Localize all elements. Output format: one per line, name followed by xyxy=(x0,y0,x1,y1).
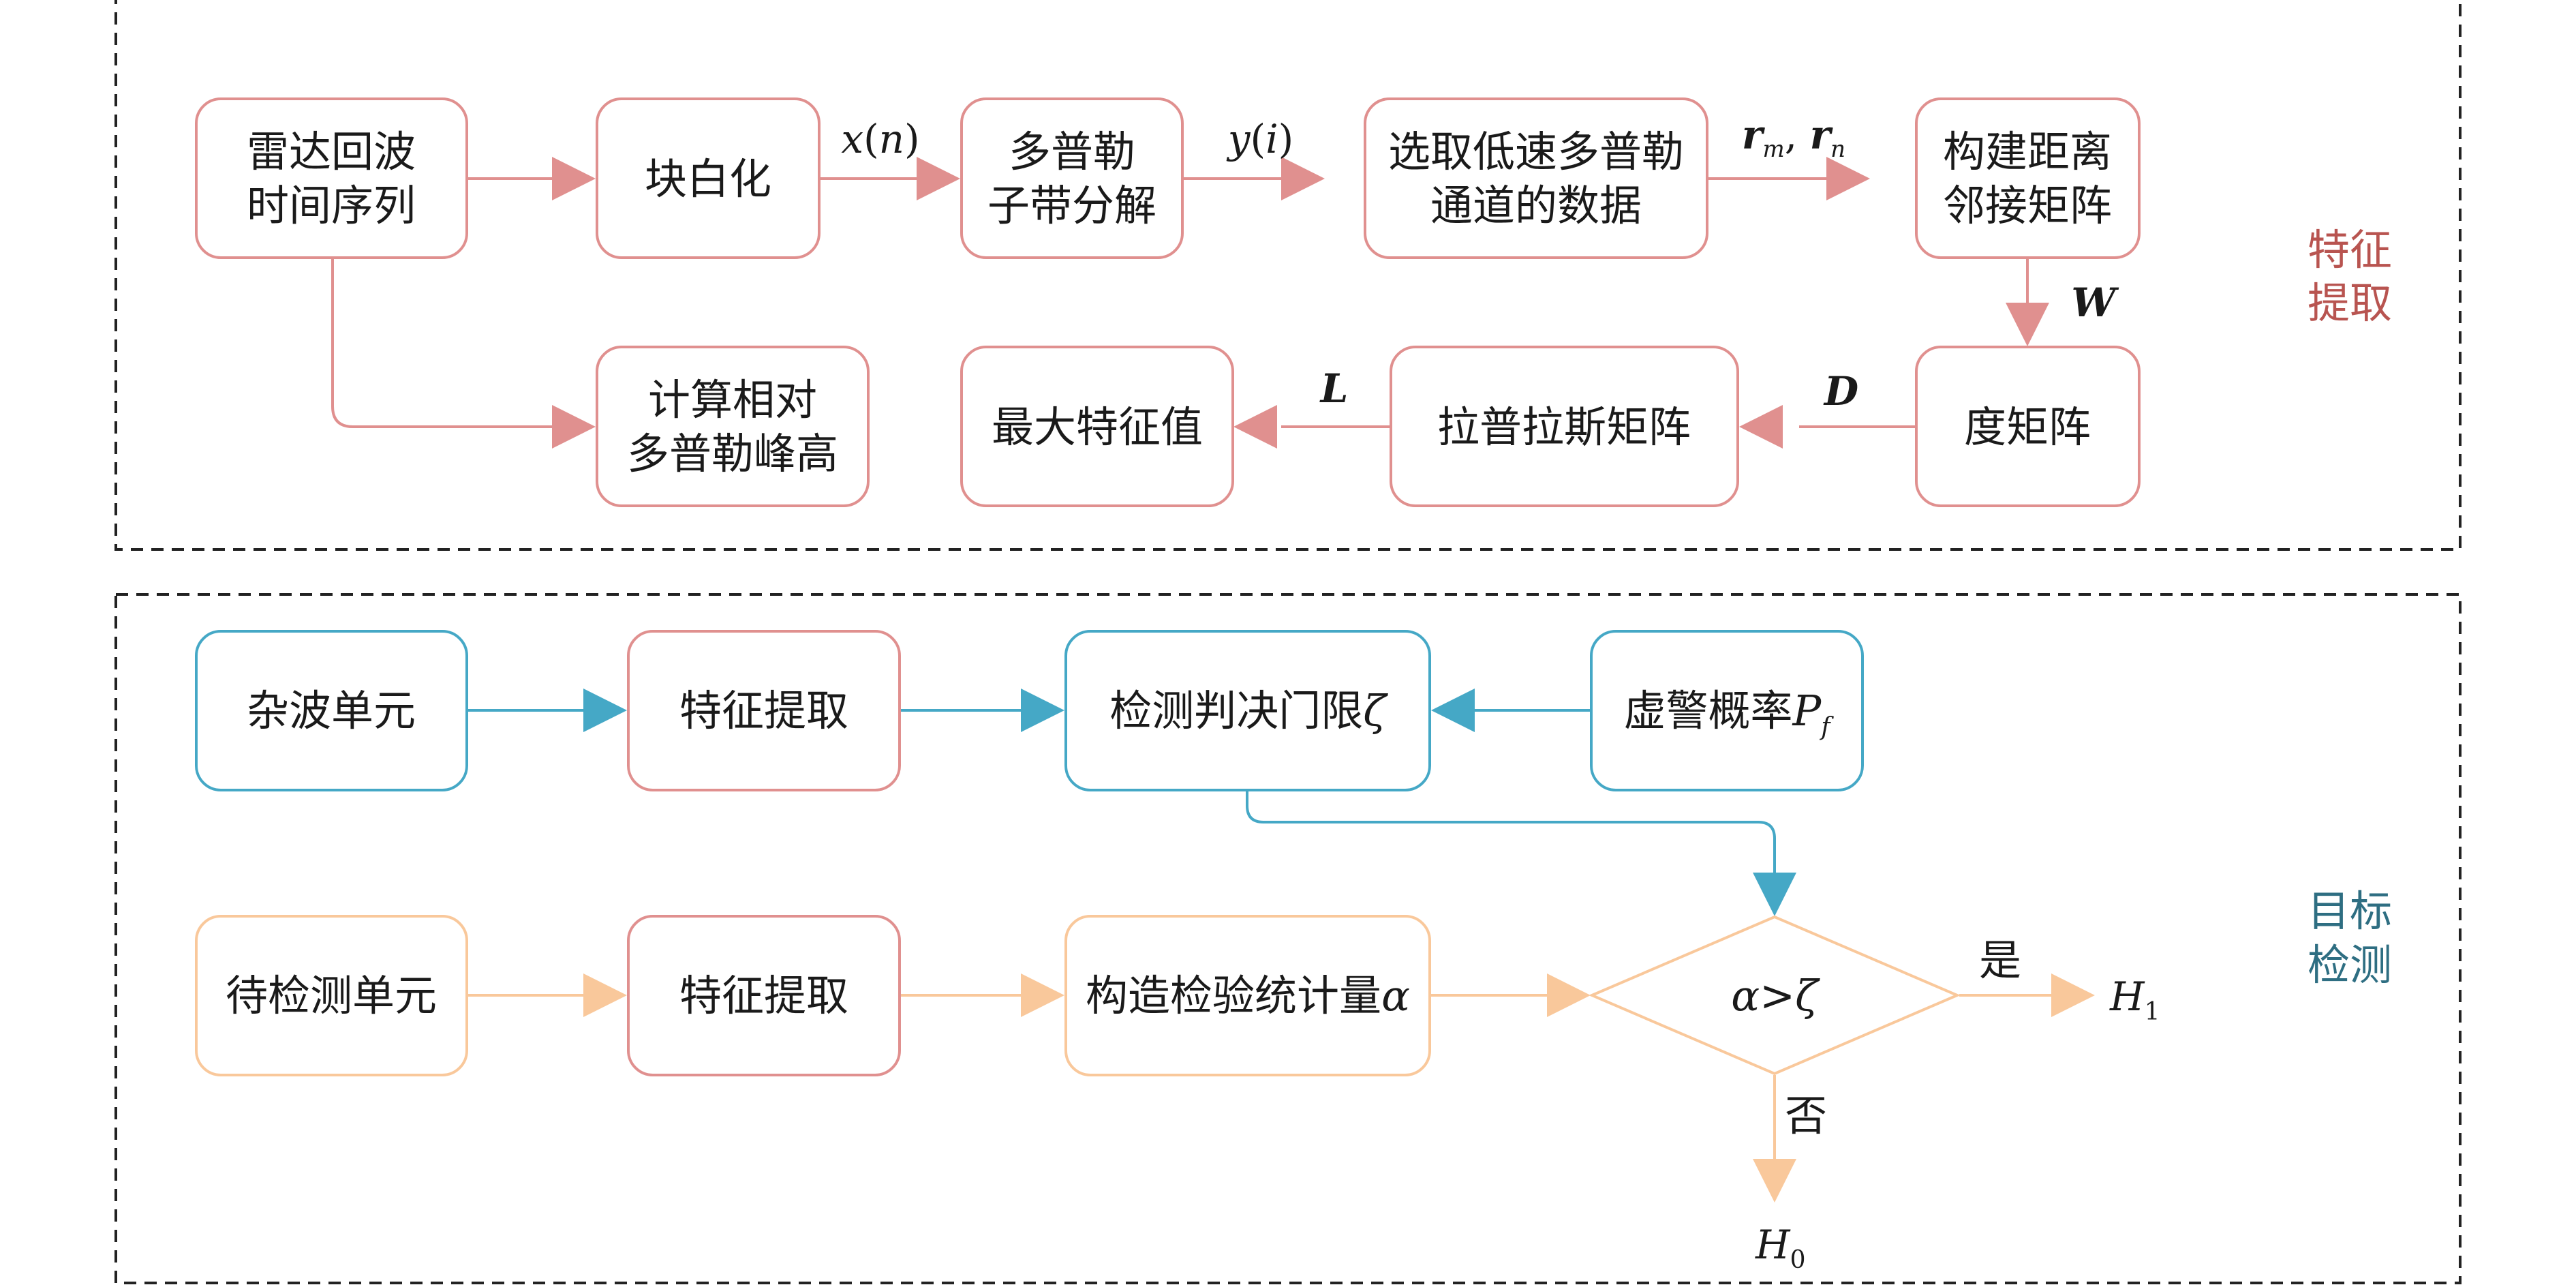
edge-label-L: L xyxy=(1319,365,1349,412)
edge-label-rmrn: rm, rn xyxy=(1742,112,1845,163)
arrowhead-to-h1 xyxy=(2051,973,2095,1017)
feature-extract-1-label: 特征提取 xyxy=(679,686,848,736)
node-test-statistic xyxy=(1064,915,1431,1076)
node-max-eigenvalue xyxy=(960,346,1234,507)
laplacian-label: 拉普拉斯矩阵 xyxy=(1437,402,1691,452)
edge-threshold-to-decision xyxy=(1246,791,1776,874)
node-decision-diamond xyxy=(1588,915,1961,1076)
feature-extraction-label-line2: 提取 xyxy=(2307,278,2392,328)
node-radar-echo xyxy=(195,97,468,259)
adjacency-line2: 邻接矩阵 xyxy=(1943,181,2112,230)
node-degree-matrix xyxy=(1915,346,2141,507)
edge-label-yes: 是 xyxy=(1979,935,2021,985)
arrowhead-to-feature-2 xyxy=(583,973,627,1017)
arrowhead-from-falsealarm xyxy=(1431,689,1475,732)
cell-under-test-label: 待检测单元 xyxy=(226,971,437,1021)
doppler-subband-line2: 子带分解 xyxy=(987,181,1156,230)
arrowhead-to-threshold xyxy=(1021,689,1064,732)
low-speed-line2: 通道的数据 xyxy=(1430,181,1642,230)
arrowhead-to-h0 xyxy=(1753,1159,1796,1203)
relative-peak-line2: 多普勒峰高 xyxy=(627,429,838,479)
node-laplacian xyxy=(1390,346,1739,507)
arrowhead-to-degree xyxy=(2006,303,2049,346)
node-distance-adjacency xyxy=(1915,97,2141,259)
node-feature-extract-2 xyxy=(627,915,901,1076)
target-detection-label-line2: 检测 xyxy=(2307,940,2392,990)
clutter-cell-label: 杂波单元 xyxy=(247,686,416,736)
arrowhead-to-subband xyxy=(917,157,960,200)
max-eigenvalue-label: 最大特征值 xyxy=(992,402,1203,452)
edge-label-D: D xyxy=(1823,368,1858,414)
arrowhead-to-peak xyxy=(552,405,596,449)
block-whitening-label: 块白化 xyxy=(645,154,771,204)
arrowhead-to-feature-1 xyxy=(583,689,627,732)
output-h0: H0 xyxy=(1755,1222,1806,1274)
arrowhead-to-adjacency xyxy=(1826,157,1870,200)
arrowhead-to-decision-left xyxy=(1547,973,1591,1017)
threshold-label: 检测判决门限ζ xyxy=(1109,686,1388,736)
low-speed-line1: 选取低速多普勒 xyxy=(1388,127,1684,177)
feature-extract-2-label: 特征提取 xyxy=(679,971,848,1021)
node-clutter-cell xyxy=(195,630,468,791)
node-cell-under-test xyxy=(195,915,468,1076)
node-doppler-subband xyxy=(960,97,1184,259)
decision-label: α>ζ xyxy=(1731,971,1820,1021)
arrowhead-to-lowspeed xyxy=(1281,157,1325,200)
arrowhead-to-eigen xyxy=(1233,405,1277,449)
edge-label-yi: y(i) xyxy=(1226,116,1294,162)
node-threshold xyxy=(1064,630,1431,791)
node-false-alarm xyxy=(1590,630,1864,791)
feature-extraction-label-line1: 特征 xyxy=(2307,225,2392,275)
test-statistic-label: 构造检验统计量α xyxy=(1086,971,1410,1021)
false-alarm-label: 虚警概率Pf xyxy=(1623,686,1834,741)
target-detection-panel xyxy=(114,593,2462,1284)
edge-label-xn: x(n) xyxy=(841,116,919,162)
node-block-whitening xyxy=(596,97,821,259)
output-h1: H1 xyxy=(2109,973,2160,1026)
node-feature-extract-1 xyxy=(627,630,901,791)
target-detection-label-line1: 目标 xyxy=(2307,886,2392,936)
edge-label-W: W xyxy=(2071,279,2119,326)
radar-echo-line1: 雷达回波 xyxy=(247,127,416,177)
arrowhead-to-statistic xyxy=(1021,973,1064,1017)
relative-peak-line1: 计算相对 xyxy=(648,375,817,425)
adjacency-line1: 构建距离 xyxy=(1943,127,2112,177)
node-relative-peak xyxy=(596,346,870,507)
arrowhead-to-whitening xyxy=(552,157,596,200)
edge-radar-to-peak xyxy=(331,258,552,428)
degree-matrix-label: 度矩阵 xyxy=(1964,402,2091,452)
radar-echo-line2: 时间序列 xyxy=(247,181,416,230)
arrowhead-to-laplacian xyxy=(1739,405,1783,449)
edge-label-no: 否 xyxy=(1785,1091,1827,1140)
feature-extraction-panel xyxy=(114,0,2462,551)
arrowhead-to-decision-top xyxy=(1753,873,1796,916)
doppler-subband-line1: 多普勒 xyxy=(1009,127,1135,177)
node-low-speed-data xyxy=(1364,97,1708,259)
